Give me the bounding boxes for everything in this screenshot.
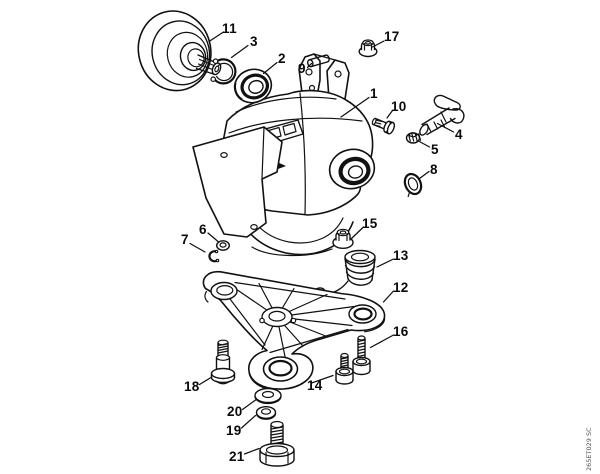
- callout-21: 21: [229, 449, 245, 464]
- pin-drawing: [307, 54, 330, 68]
- screw14-drawing: [335, 352, 354, 385]
- callout-4: 4: [455, 127, 463, 142]
- callout-17: 17: [384, 29, 400, 44]
- nut5-drawing: [405, 132, 422, 144]
- ring8-drawing: [403, 172, 423, 198]
- spring-drawing: [314, 249, 376, 296]
- callout-20: 20: [227, 404, 243, 419]
- callout-18: 18: [184, 379, 200, 394]
- callout-13: 13: [393, 248, 409, 263]
- washer20-drawing: [254, 387, 282, 405]
- collar-screw18-drawing: [210, 339, 236, 385]
- callout-6: 6: [199, 222, 207, 237]
- callout-10: 10: [391, 99, 407, 114]
- figure-code: 265ET029 SC: [585, 427, 593, 471]
- baseplate-drawing: [202, 270, 386, 391]
- eclip7-drawing: [208, 249, 220, 263]
- screw16-drawing: [352, 335, 371, 376]
- callout-15: 15: [362, 216, 378, 231]
- callout-1: 1: [370, 86, 378, 101]
- callout-7: 7: [181, 232, 189, 247]
- snap-ring-drawing: [210, 58, 237, 85]
- screw10-drawing: [371, 117, 396, 135]
- callout-5: 5: [431, 142, 439, 157]
- bolt21-drawing: [259, 420, 295, 467]
- callout-2: 2: [278, 51, 286, 66]
- flange-nut15-drawing: [332, 228, 354, 249]
- ball-bearing-drawing: [233, 68, 273, 104]
- callout-9: 9: [298, 61, 306, 76]
- callout-8: 8: [430, 162, 438, 177]
- clutch-drum-drawing: [137, 10, 222, 92]
- callout-16: 16: [393, 324, 409, 339]
- flange-nut-top-drawing: [358, 39, 378, 58]
- washer6-drawing: [215, 240, 230, 251]
- callout-3: 3: [250, 34, 258, 49]
- shaft-lever-drawing: [419, 94, 465, 136]
- callout-11: 11: [222, 21, 237, 36]
- callout-19: 19: [226, 423, 242, 438]
- lockwasher19-drawing: [255, 406, 277, 420]
- gear-housing-drawing: [192, 53, 376, 257]
- callout-14: 14: [307, 378, 323, 393]
- leader-lines: [189, 31, 455, 455]
- callout-12: 12: [393, 280, 409, 295]
